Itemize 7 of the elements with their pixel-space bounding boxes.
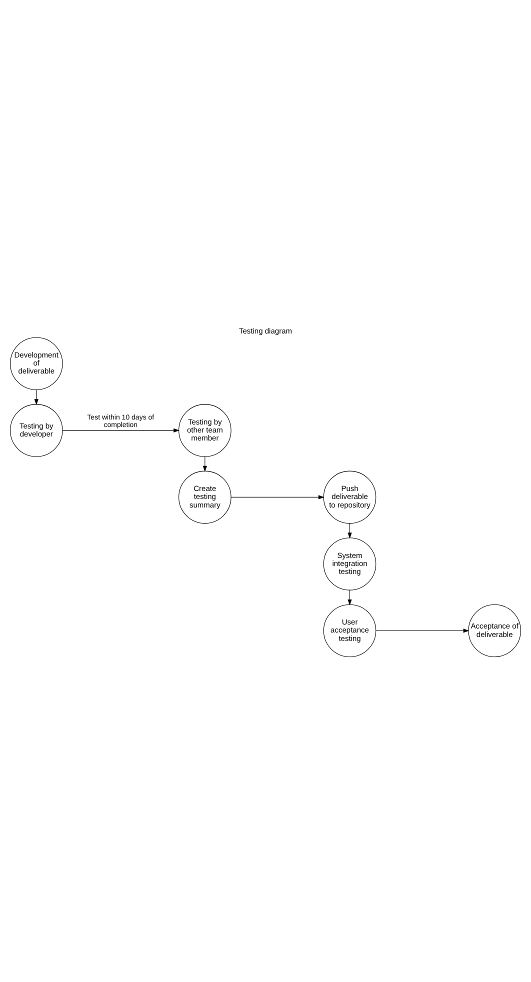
arrow — [348, 523, 352, 539]
arrow — [62, 428, 180, 432]
arrow — [34, 390, 38, 406]
arrow — [376, 628, 470, 633]
arrow — [348, 590, 352, 606]
arrow — [230, 495, 324, 500]
arrow — [202, 456, 207, 472]
